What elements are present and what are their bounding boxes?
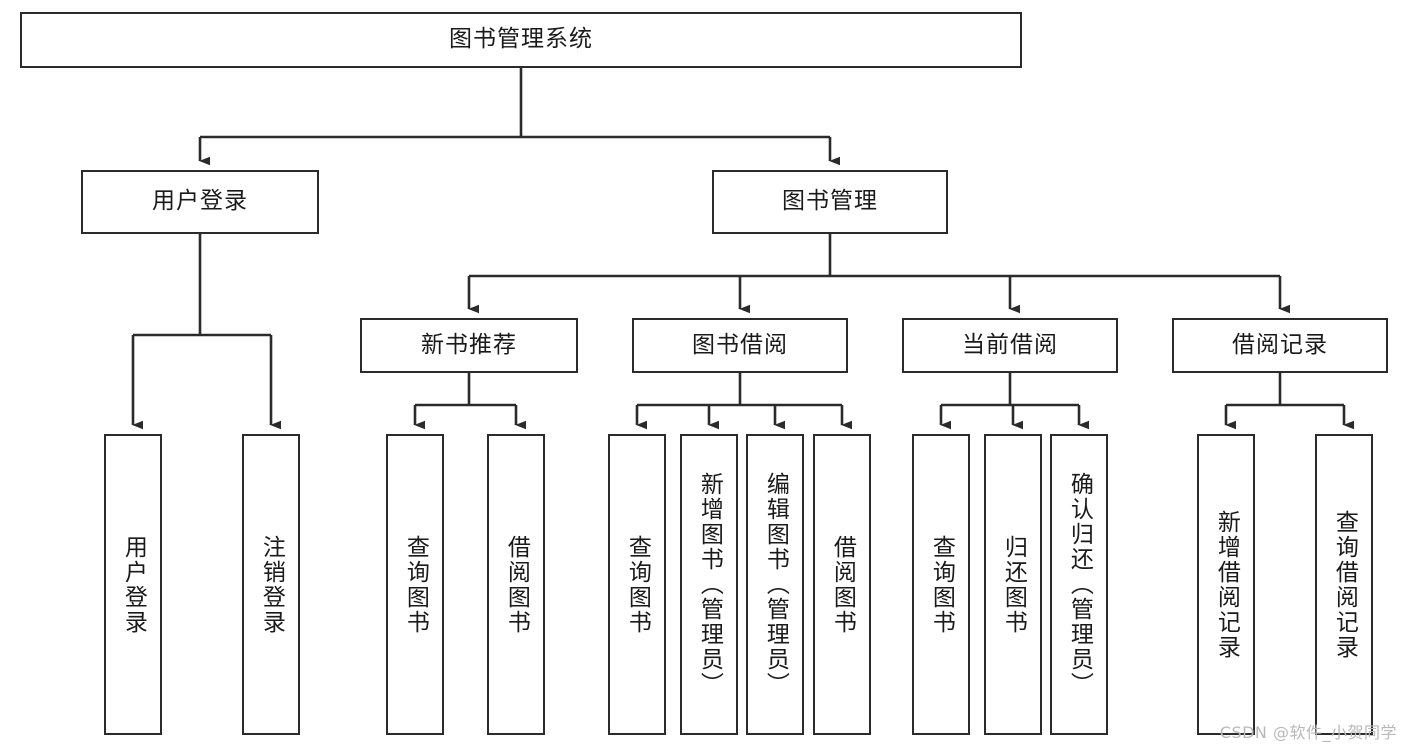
leaf-query-books-current[interactable]: 查询图书 <box>912 434 970 735</box>
node-label: 图书管理系统 <box>449 26 593 53</box>
leaf-user-login[interactable]: 用户登录 <box>104 434 162 735</box>
node-label: 查询图书 <box>624 534 651 635</box>
node-label: 新增借阅记录 <box>1213 509 1240 660</box>
node-label: 确认归还（管理员） <box>1066 472 1093 697</box>
node-user-login[interactable]: 用户登录 <box>81 170 319 234</box>
node-label: 查询图书 <box>928 534 955 635</box>
node-label: 归还图书 <box>1000 534 1027 635</box>
node-label: 用户登录 <box>152 188 248 215</box>
node-label: 当前借阅 <box>962 331 1058 358</box>
node-label: 新书推荐 <box>421 331 517 358</box>
node-label: 借阅图书 <box>829 534 856 635</box>
node-root-system[interactable]: 图书管理系统 <box>20 12 1022 68</box>
node-label: 编辑图书（管理员） <box>762 472 789 697</box>
node-new-book-recommendation[interactable]: 新书推荐 <box>360 318 578 373</box>
leaf-add-borrow-record[interactable]: 新增借阅记录 <box>1197 434 1255 735</box>
node-current-borrowing[interactable]: 当前借阅 <box>902 318 1118 373</box>
node-label: 借阅记录 <box>1232 331 1328 358</box>
leaf-return-books[interactable]: 归还图书 <box>984 434 1042 735</box>
node-label: 注销登录 <box>258 534 285 635</box>
node-label: 图书管理 <box>782 188 878 215</box>
node-borrowing-records[interactable]: 借阅记录 <box>1172 318 1388 373</box>
node-book-borrowing[interactable]: 图书借阅 <box>632 318 848 373</box>
leaf-edit-book-admin[interactable]: 编辑图书（管理员） <box>746 434 804 735</box>
node-label: 借阅图书 <box>503 534 530 635</box>
node-label: 查询借阅记录 <box>1331 509 1358 660</box>
leaf-logout[interactable]: 注销登录 <box>242 434 300 735</box>
node-label: 新增图书（管理员） <box>696 472 723 697</box>
csdn-watermark: CSDN @软件_小贺同学 <box>1219 723 1397 742</box>
leaf-query-books-borrow[interactable]: 查询图书 <box>608 434 666 735</box>
node-label: 图书借阅 <box>692 331 788 358</box>
node-label: 查询图书 <box>402 534 429 635</box>
leaf-confirm-return-admin[interactable]: 确认归还（管理员） <box>1050 434 1108 735</box>
leaf-add-book-admin[interactable]: 新增图书（管理员） <box>680 434 738 735</box>
leaf-borrow-books-newbook[interactable]: 借阅图书 <box>487 434 545 735</box>
leaf-query-borrow-record[interactable]: 查询借阅记录 <box>1315 434 1373 735</box>
leaf-query-books-newbook[interactable]: 查询图书 <box>386 434 444 735</box>
node-book-management[interactable]: 图书管理 <box>712 170 948 234</box>
node-label: 用户登录 <box>120 534 147 635</box>
leaf-borrow-books[interactable]: 借阅图书 <box>813 434 871 735</box>
